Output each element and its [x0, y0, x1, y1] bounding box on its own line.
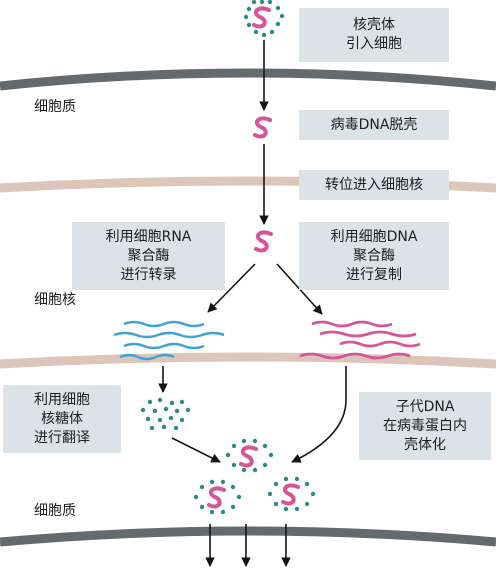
arrow-proteins-to-assembly	[171, 437, 221, 463]
nuclear-envelope-bottom	[0, 352, 496, 369]
step-assembly-box: 子代DNA 在病毒蛋白内 壳体化	[359, 392, 491, 460]
viral-capsid-proteins	[140, 397, 191, 431]
step-nuclear-entry-box: 转位进入细胞核	[299, 170, 449, 200]
arrow-to-transcription	[207, 263, 256, 313]
label-nucleus: 细胞核	[34, 292, 76, 308]
label-cytoplasm-bottom: 细胞质	[34, 503, 76, 519]
cell-membrane-bottom	[0, 526, 496, 547]
arrow-dna-to-assembly	[291, 366, 347, 463]
label-cytoplasm-top: 细胞质	[34, 99, 76, 115]
cell-membrane-top	[0, 68, 496, 91]
viral-dna-nucleus	[254, 230, 273, 253]
viral-dna-uncoated	[253, 116, 272, 139]
progeny-nucleocapsid-2	[193, 479, 242, 515]
step-transcription-box: 利用细胞RNA 聚合酶 进行转录	[72, 222, 225, 290]
progeny-nucleocapsid-1	[225, 438, 274, 473]
step-replication-box: 利用细胞DNA 聚合酶 进行复制	[299, 222, 449, 290]
viral-mrna	[113, 320, 225, 361]
progeny-dna	[299, 320, 421, 360]
progeny-nucleocapsid-3	[267, 476, 316, 512]
nucleocapsid-top	[243, 0, 285, 38]
step-uncoating-box: 病毒DNA脱壳	[299, 110, 449, 140]
step-entry-box: 核壳体 引入细胞	[299, 8, 449, 62]
step-translation-box: 利用细胞 核糖体 进行翻译	[3, 385, 121, 453]
